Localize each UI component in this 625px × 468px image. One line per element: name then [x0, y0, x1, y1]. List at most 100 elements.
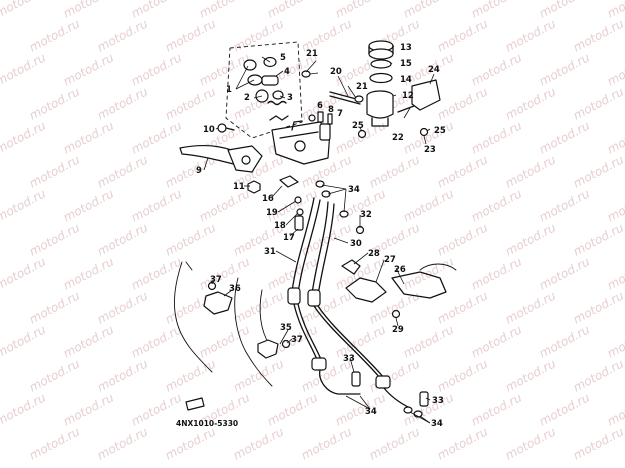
watermark-text: motod.ru: [163, 356, 219, 394]
watermark-text: motod.ru: [537, 390, 593, 428]
pivot-bolt: [217, 123, 235, 133]
watermark-text: motod.ru: [0, 0, 48, 21]
brake-hoses: [287, 180, 411, 409]
watermark-text: motod.ru: [469, 118, 525, 156]
watermark-text: motod.ru: [537, 50, 593, 88]
watermark-text: motod.ru: [503, 220, 559, 258]
watermark-text: motod.ru: [197, 186, 253, 224]
callout-19: 19: [266, 208, 278, 218]
watermark-text: motod.ru: [605, 118, 625, 156]
watermark-text: motod.ru: [61, 186, 117, 224]
watermark-text: motod.ru: [571, 288, 625, 326]
callout-35: 35: [280, 323, 292, 333]
callout-21-b: 21: [356, 82, 368, 92]
callout-12: 12: [402, 91, 414, 101]
watermark-text: motod.ru: [197, 322, 253, 360]
watermark-text: motod.ru: [231, 288, 287, 326]
watermark-text: motod.ru: [401, 186, 457, 224]
watermark-text: motod.ru: [401, 322, 457, 360]
watermark-text: motod.ru: [503, 152, 559, 190]
watermark-text: motod.ru: [95, 152, 151, 190]
assembly-boundary: [225, 41, 303, 139]
watermark-text: motod.ru: [197, 50, 253, 88]
watermark-text: motod.ru: [27, 288, 83, 326]
callout-4: 4: [284, 67, 290, 77]
watermark-text: motod.ru: [61, 390, 117, 428]
watermark-text: motod.ru: [231, 424, 287, 462]
watermark-text: motod.ru: [231, 356, 287, 394]
watermark-text: motod.ru: [163, 84, 219, 122]
callout-15: 15: [400, 59, 412, 69]
callout-34-a: 34: [348, 185, 360, 195]
watermark-text: motod.ru: [61, 50, 117, 88]
callout-25-a: 25: [352, 121, 364, 131]
watermark-text: motod.ru: [61, 118, 117, 156]
watermark-text: motod.ru: [367, 424, 423, 462]
watermark-text: motod.ru: [401, 0, 457, 21]
watermark-text: motod.ru: [333, 0, 389, 21]
callout-14: 14: [400, 75, 412, 85]
callout-36: 36: [229, 284, 241, 294]
watermark-text: motod.ru: [95, 288, 151, 326]
watermark-text: motod.ru: [163, 16, 219, 54]
callout-8: 8: [328, 105, 334, 115]
watermark-text: motod.ru: [197, 0, 253, 21]
watermark-text: motod.ru: [571, 356, 625, 394]
watermark-text: motod.ru: [469, 0, 525, 21]
watermark-text: motod.ru: [0, 186, 48, 224]
watermark-text: motod.ru: [61, 254, 117, 292]
watermark-text: motod.ru: [605, 50, 625, 88]
watermark-text: motod.ru: [0, 50, 48, 88]
watermark-text: motod.ru: [95, 424, 151, 462]
callout-34-c: 34: [431, 419, 443, 429]
callout-30: 30: [350, 239, 362, 249]
watermark-text: motod.ru: [435, 84, 491, 122]
callout-31: 31: [264, 247, 276, 257]
watermark-text: motod.ru: [537, 0, 593, 21]
watermark-text: motod.ru: [503, 356, 559, 394]
callout-numbers: 1 2 3 4 5 6 7 8 9 10 11 12 13 14 15 16 1…: [196, 43, 446, 429]
union-bolts: [351, 371, 429, 418]
callout-21-a: 21: [306, 49, 318, 59]
watermark-text: motod.ru: [27, 84, 83, 122]
watermark-text: motod.ru: [265, 390, 321, 428]
watermark-text: motod.ru: [333, 322, 389, 360]
watermark-text: motod.ru: [435, 424, 491, 462]
watermark-text: motod.ru: [537, 322, 593, 360]
watermark-text: motod.ru: [435, 220, 491, 258]
reservoir-stack: [366, 40, 394, 127]
callout-16: 16: [262, 194, 274, 204]
callout-13: 13: [400, 43, 412, 53]
hose-holder-right: [341, 225, 457, 319]
watermark-text: motod.ru: [571, 152, 625, 190]
callout-37-b: 37: [291, 335, 303, 345]
callout-22: 22: [392, 133, 404, 143]
callout-9: 9: [196, 166, 202, 176]
brake-lever: [179, 145, 263, 173]
callout-20: 20: [330, 67, 342, 77]
callout-17: 17: [283, 233, 295, 243]
banjo-bolt-set: [279, 175, 304, 231]
watermark-text: motod.ru: [333, 390, 389, 428]
watermark-text: motod.ru: [265, 0, 321, 21]
watermark-text: motod.ru: [95, 84, 151, 122]
watermark-text: motod.ru: [435, 356, 491, 394]
reservoir-bracket: [301, 70, 441, 139]
watermark-text: motod.ru: [503, 424, 559, 462]
watermark-text: motod.ru: [537, 254, 593, 292]
pivot-nut: [247, 180, 261, 194]
watermark-text: motod.ru: [367, 356, 423, 394]
watermark-text: motod.ru: [163, 424, 219, 462]
watermark-text: motod.ru: [605, 0, 625, 21]
watermark-text: motod.ru: [503, 288, 559, 326]
watermark-text: motod.ru: [197, 254, 253, 292]
watermark-text: motod.ru: [435, 288, 491, 326]
callout-5: 5: [280, 53, 286, 63]
watermark-text: motod.ru: [95, 16, 151, 54]
callout-1: 1: [226, 85, 232, 95]
watermark-text: motod.ru: [571, 424, 625, 462]
callout-32: 32: [360, 210, 372, 220]
watermark-text: motod.ru: [61, 0, 117, 21]
callout-3: 3: [287, 93, 293, 103]
